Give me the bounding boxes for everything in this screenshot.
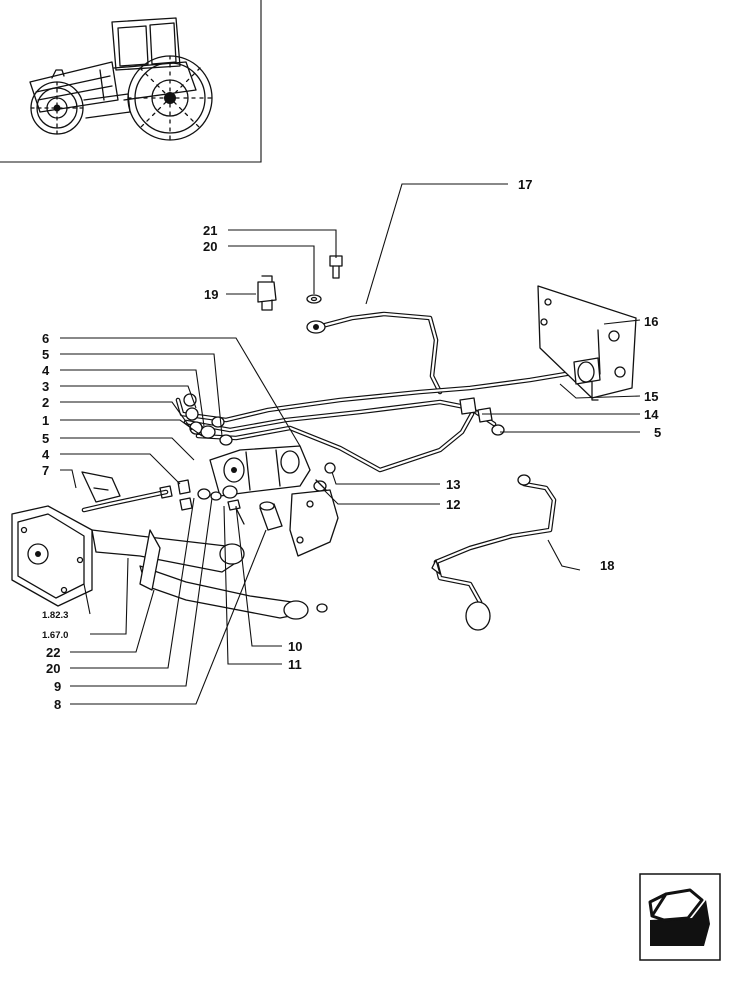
callout-16: 16	[644, 314, 658, 329]
callout-12: 12	[446, 497, 460, 512]
callout-18: 18	[600, 558, 614, 573]
callout-15: 15	[644, 389, 658, 404]
ref-1-67-0: 1.67.0	[42, 630, 68, 641]
callout-1: 1	[42, 413, 49, 428]
callout-3: 3	[42, 379, 49, 394]
callout-22: 22	[46, 645, 60, 660]
callout-19: 19	[204, 287, 218, 302]
tractor-thumbnail	[0, 0, 262, 163]
callout-13: 13	[446, 477, 460, 492]
callout-6: 6	[42, 331, 49, 346]
callout-5-right: 5	[654, 425, 661, 440]
callout-20-bottom: 20	[46, 661, 60, 676]
callout-14: 14	[644, 407, 659, 422]
ref-1-82-3: 1.82.3	[42, 610, 68, 621]
next-page-arrow-icon[interactable]	[639, 873, 721, 961]
hardware-components	[11, 255, 637, 631]
leader-lines	[60, 183, 641, 705]
callout-7: 7	[42, 463, 49, 478]
callout-11: 11	[288, 657, 302, 672]
callout-10: 10	[288, 639, 302, 654]
callout-4-lower: 4	[42, 447, 50, 462]
callout-4-upper: 4	[42, 363, 50, 378]
callout-labels: 17 21 20 19 16 6 5 4 3 15 2 14 1 5 5 4 7…	[42, 177, 661, 712]
callout-20-top: 20	[203, 239, 217, 254]
callout-8: 8	[54, 697, 61, 712]
callout-2: 2	[42, 395, 49, 410]
callout-21: 21	[203, 223, 217, 238]
callout-5-upper: 5	[42, 347, 49, 362]
callout-9: 9	[54, 679, 61, 694]
callout-17: 17	[518, 177, 532, 192]
callout-5-lower: 5	[42, 431, 49, 446]
